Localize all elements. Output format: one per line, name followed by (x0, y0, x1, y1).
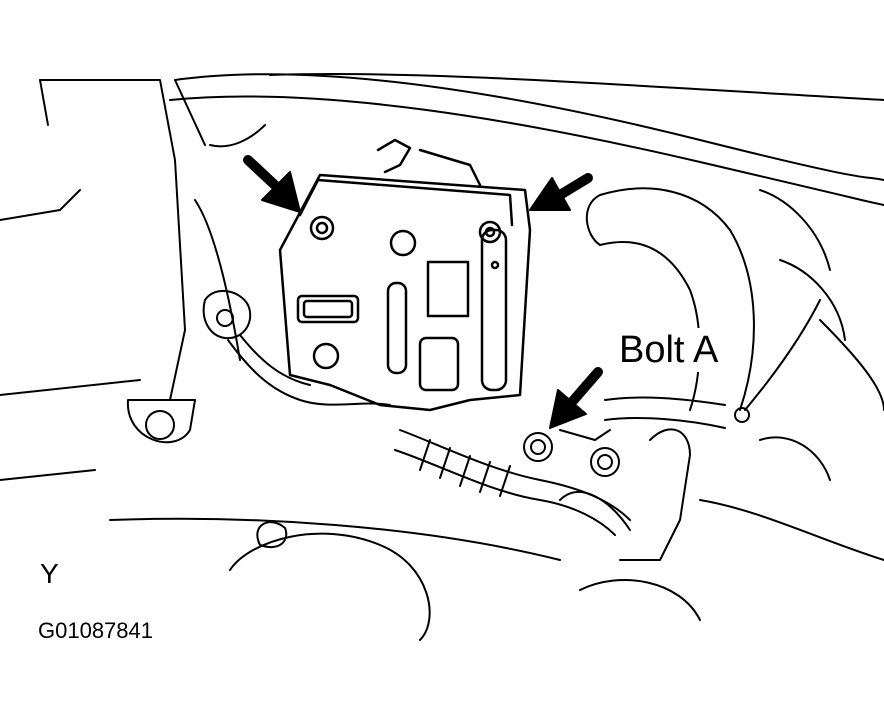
arrow-bolt-a (549, 367, 603, 429)
view-label: Y (40, 558, 59, 589)
bolt-a-callout-label: Bolt A (617, 328, 721, 372)
arrow-upper-left (243, 155, 301, 213)
pointer-arrows (243, 155, 603, 429)
hood-outline (169, 73, 884, 206)
bolt-a-area (523, 428, 691, 561)
wire-harness (394, 429, 631, 536)
figure-code: G01087841 (38, 618, 153, 643)
engine-cover-plate (278, 138, 532, 412)
lower-body (0, 469, 884, 641)
left-fender (0, 79, 266, 444)
intake-pipe (585, 187, 884, 481)
arrow-upper-right (529, 173, 593, 211)
left-cable (202, 290, 391, 406)
